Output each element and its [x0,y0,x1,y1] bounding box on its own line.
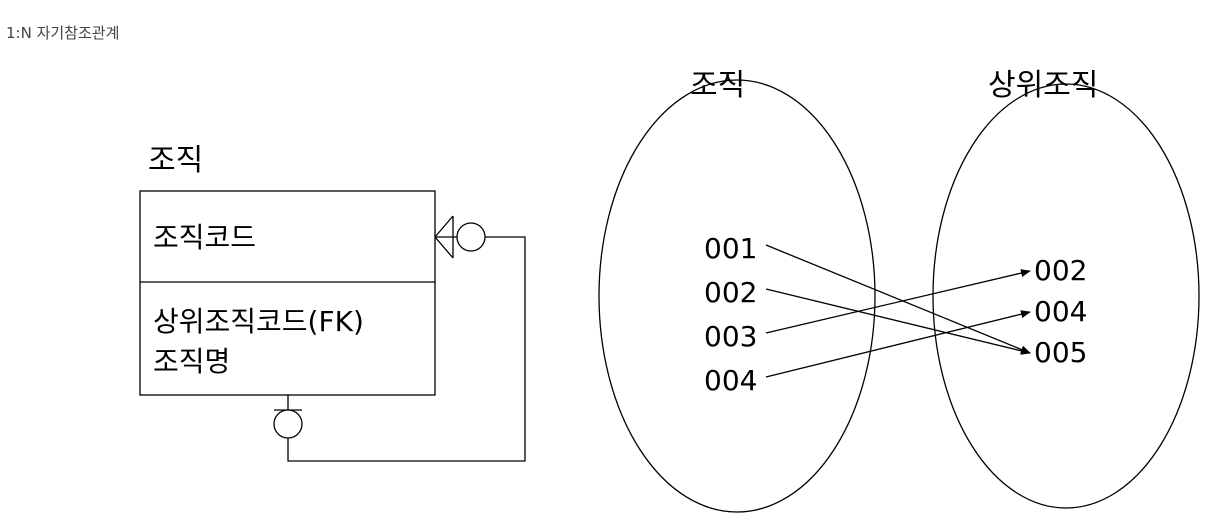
diagram-caption: 1:N 자기참조관계 [6,24,120,42]
self-reference-relationship [273,215,526,462]
left-set-title: 조직 [690,68,745,103]
mapping-arrow-004-to-004 [765,310,1031,378]
right-set-items: 002 004 005 [1034,254,1087,369]
entity-primary-key: 조직코드 [153,221,256,254]
mapping-arrow-001-to-005 [765,244,1031,354]
right-set-item: 002 [1034,254,1087,287]
optional-one-icon [273,409,303,439]
left-set-items: 001 002 003 004 [704,232,757,397]
left-set-item: 001 [704,232,757,265]
left-set-ellipse [598,79,876,513]
left-set-item: 004 [704,364,757,397]
right-set-item: 005 [1034,336,1087,369]
mapping-arrows [765,244,1031,378]
crows-foot-optional-many-icon [434,215,486,259]
entity-attribute-org-name: 조직명 [153,345,230,378]
left-set-item: 002 [704,276,757,309]
mapping-arrow-003-to-002 [765,269,1031,334]
mapping-arrow-002-to-005 [765,288,1031,355]
entity-name: 조직 [148,143,203,178]
right-set-item: 004 [1034,295,1087,328]
right-set-ellipse [932,83,1200,509]
entity-attribute-parent-code: 상위조직코드(FK) [153,305,364,338]
left-set-item: 003 [704,320,757,353]
